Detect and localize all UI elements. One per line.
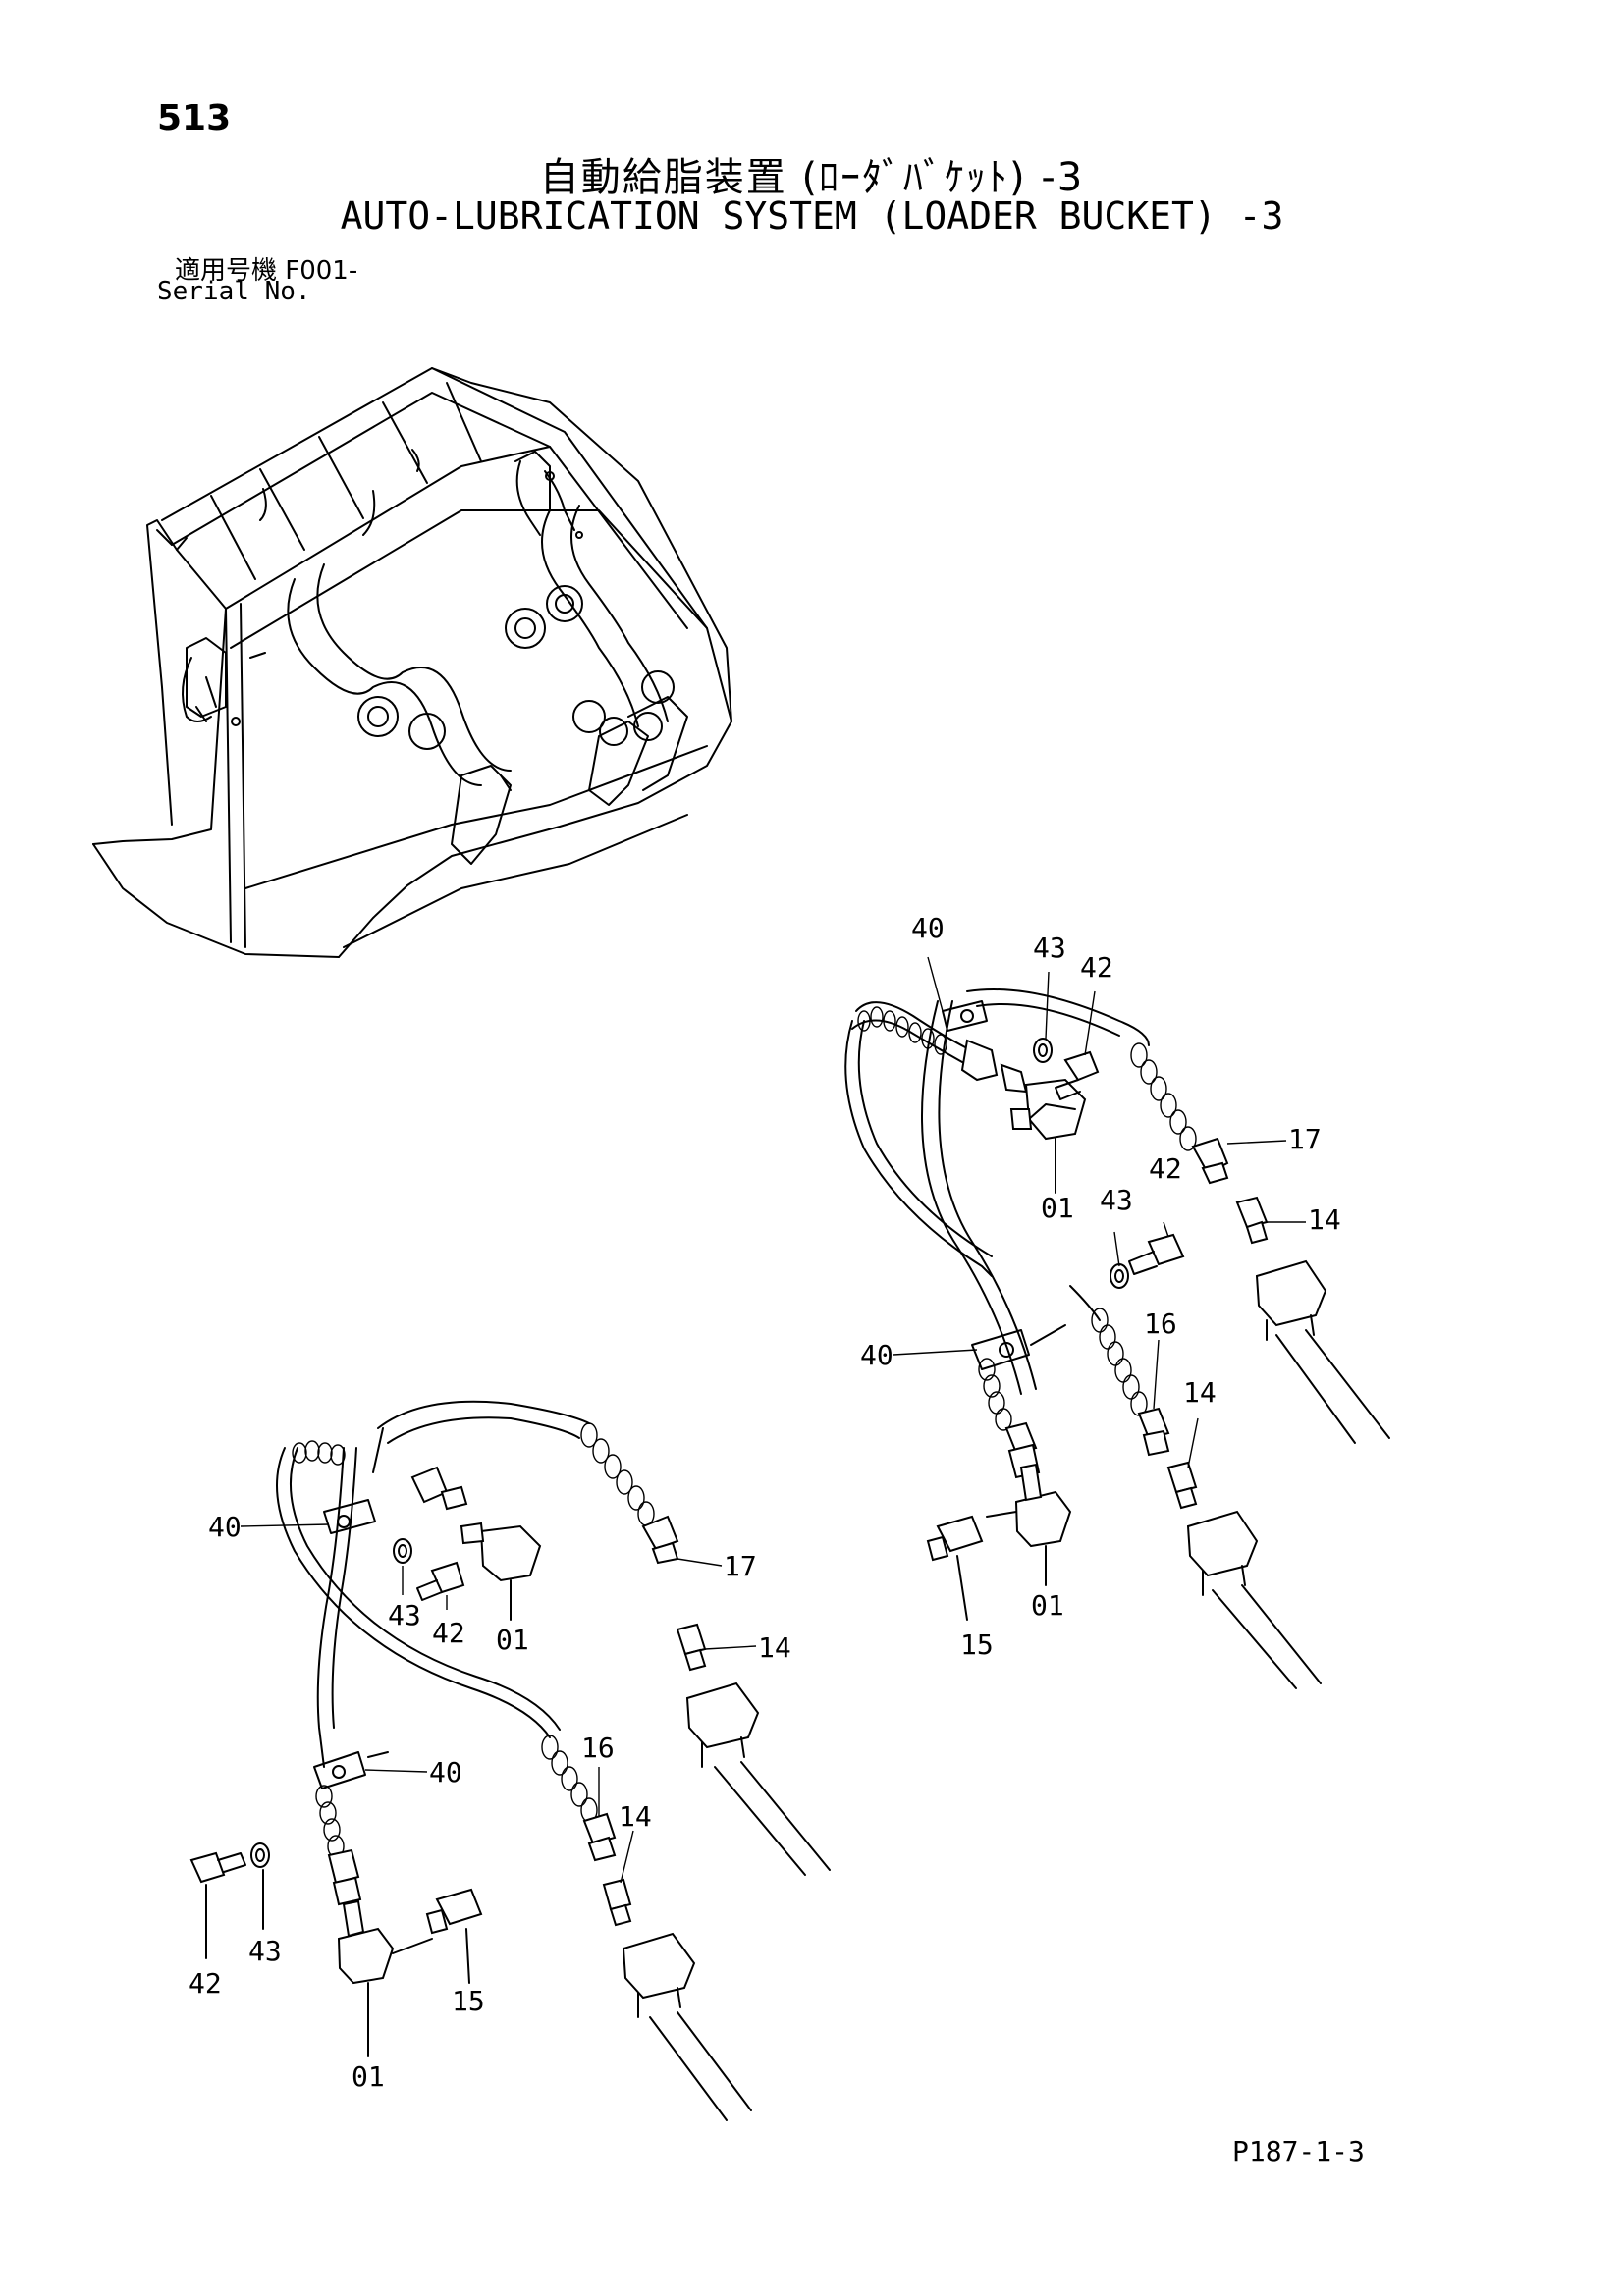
callout-16-right: 16 xyxy=(1144,1308,1177,1340)
serial-label-japanese: 適用号機 F001- xyxy=(175,256,358,286)
page-number: 513 xyxy=(157,98,232,138)
right-spiral-guard-17 xyxy=(1130,1042,1197,1151)
left-spiral-guard-lower xyxy=(315,1785,345,1858)
callout-42-mid-right: 42 xyxy=(1149,1152,1182,1185)
left-hose-assembly xyxy=(189,1400,831,2121)
left-spiral-guard-17 xyxy=(580,1422,655,1526)
serial-label-english: Serial No. xyxy=(157,277,311,306)
title-japanese: 自動給脂装置 (ﾛｰﾀﾞﾊﾞｹｯﾄ) -3 xyxy=(539,155,1085,200)
callout-14-lower-left: 14 xyxy=(619,1800,652,1833)
callout-42-top-left: 42 xyxy=(432,1617,465,1649)
callout-43-lower-left: 43 xyxy=(248,1935,282,1967)
callout-15-left: 15 xyxy=(452,1985,485,2017)
page-code: P187-1-3 xyxy=(1232,2135,1365,2167)
callout-17-left: 17 xyxy=(724,1550,757,1582)
callout-01-top-right: 01 xyxy=(1041,1192,1074,1224)
callout-42-top-right: 42 xyxy=(1080,951,1113,984)
callout-43-top-right: 43 xyxy=(1033,932,1066,964)
right-spiral-guard-top xyxy=(857,1006,947,1055)
callout-43-top-left: 43 xyxy=(388,1599,421,1631)
callout-17-right: 17 xyxy=(1288,1123,1322,1155)
callout-42-lower-left: 42 xyxy=(189,1967,222,2000)
right-spiral-guard-16 xyxy=(1091,1308,1148,1416)
callout-43-mid-right: 43 xyxy=(1100,1184,1133,1216)
callout-40-top-left: 40 xyxy=(208,1511,242,1543)
callout-40-lower-right: 40 xyxy=(860,1339,893,1371)
callout-14-top-left: 14 xyxy=(758,1631,791,1664)
callout-01-lower-left: 01 xyxy=(352,2060,385,2093)
callout-15-right: 15 xyxy=(960,1629,994,1661)
callout-labels: 40 43 42 17 01 42 43 14 40 16 14 15 01 4… xyxy=(189,912,1341,2093)
callout-16-left: 16 xyxy=(581,1732,615,1764)
loader-bucket-illustration xyxy=(92,367,732,958)
callout-01-top-left: 01 xyxy=(496,1624,529,1656)
callout-01-lower-right: 01 xyxy=(1031,1589,1064,1622)
callout-40-lower-left: 40 xyxy=(429,1756,462,1789)
title-english: AUTO-LUBRICATION SYSTEM (LOADER BUCKET) … xyxy=(340,194,1284,238)
right-hose-assembly xyxy=(844,956,1390,1689)
right-spiral-guard-lower xyxy=(978,1358,1012,1431)
callout-14-lower-right: 14 xyxy=(1183,1376,1217,1409)
left-spiral-guard-top xyxy=(292,1440,346,1466)
callout-14-top-right: 14 xyxy=(1308,1203,1341,1236)
callout-40-top-right: 40 xyxy=(911,912,945,944)
